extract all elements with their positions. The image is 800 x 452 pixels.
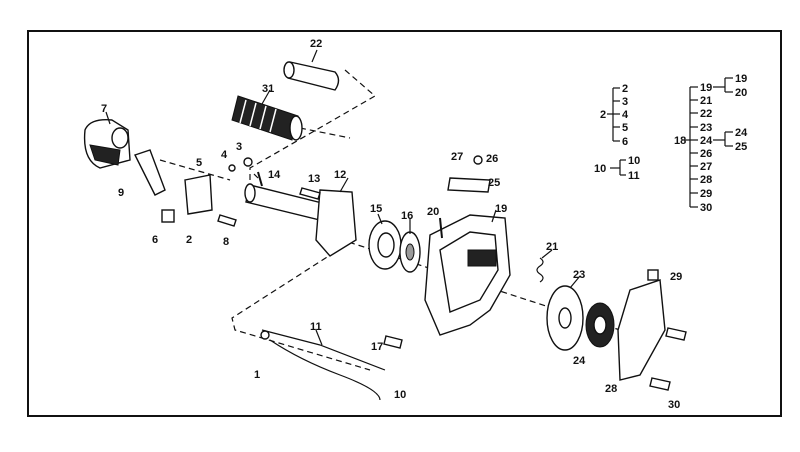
disc-part-16 [399,231,421,273]
legend-2-item: 4 [622,109,629,121]
callout-30: 30 [668,399,680,411]
screw-part-8 [217,214,237,227]
callout-13: 13 [308,173,320,185]
callout-22: 22 [310,38,322,50]
pulley-part-15 [368,220,402,270]
callout-24: 24 [573,355,586,367]
callout-27: 27 [451,151,463,163]
legend-2-item: 5 [622,122,628,134]
diagram-frame [27,30,782,417]
callout-labels: 22 31 7 3 4 5 9 14 13 12 27 26 25 20 19 … [101,38,682,411]
legend-2-item: 3 [622,96,628,108]
spring-part-21 [536,257,544,283]
legend-18-sub19-item: 20 [735,87,747,99]
callout-16: 16 [401,210,413,222]
bracket-part-5 [184,174,213,215]
legend-18-sub19-item: 19 [735,73,747,85]
callout-2: 2 [186,234,192,246]
legend-18-item: 28 [700,174,712,186]
legend-2-item: 6 [622,136,628,148]
legend-18-item: 22 [700,108,712,120]
callout-15: 15 [370,203,382,215]
legend-18-sub24-item: 24 [735,127,748,139]
grip-part-22 [283,61,340,91]
callout-14: 14 [268,169,281,181]
callout-6: 6 [152,234,158,246]
callout-21: 21 [546,241,558,253]
legend-18-item: 27 [700,161,712,173]
callout-17: 17 [371,341,383,353]
washer-part-4 [228,164,236,172]
callout-3: 3 [236,141,242,153]
callout-25: 25 [488,177,500,189]
legend-18-item: 29 [700,188,712,200]
legend-10-item: 11 [628,170,640,182]
lever-part-9 [134,149,166,196]
callout-9: 9 [118,187,124,199]
callout-31: 31 [262,83,274,95]
callout-5: 5 [196,157,202,169]
screw-part-3 [243,157,253,167]
callout-11: 11 [310,321,322,333]
legend-2-root: 2 [600,109,606,121]
pin-part-20 [439,217,443,239]
callout-26: 26 [486,153,498,165]
callout-23: 23 [573,269,585,281]
legend-18-sub24-item: 25 [735,141,747,153]
pin-part-14 [257,171,263,187]
legend-group-18: 18 19 21 22 23 24 26 27 28 29 30 19 20 2… [674,73,748,214]
nut-part-29 [647,269,659,281]
leader-lines [105,49,581,346]
callout-4: 4 [221,149,228,161]
callout-29: 29 [670,271,682,283]
legend-group-10: 10 10 11 [594,155,640,182]
casing-part-19 [424,214,511,336]
legend-10-root: 10 [594,163,606,175]
screw-part-30 [649,377,671,391]
spout-parts-25-27 [447,155,491,193]
legend-group-2: 2 2 3 4 5 6 [600,83,629,148]
legend-18-item: 26 [700,148,712,160]
legend-18-item: 19 [700,82,712,94]
legend-18-item: 24 [700,135,713,147]
legend-10-item: 10 [628,155,640,167]
legend-2-item: 2 [622,83,628,95]
screw-part-13 [299,187,321,200]
clip-part-6 [161,209,175,223]
screw-part-30b [665,327,687,341]
callout-1: 1 [254,369,260,381]
legend-18-item: 30 [700,202,712,214]
callout-7: 7 [101,103,107,115]
cable-parts-1-10-11 [260,329,386,401]
housing-part-7 [83,119,131,169]
bracket-part-12 [315,189,357,257]
legend-18-item: 21 [700,95,712,107]
callout-19: 19 [495,203,507,215]
callout-28: 28 [605,383,617,395]
legend-18-item: 23 [700,122,712,134]
callout-10: 10 [394,389,406,401]
cover-part-28 [617,279,666,381]
cap-part-24 [585,302,615,348]
grip-part-31 [231,95,303,141]
callout-8: 8 [223,236,229,248]
reel-part-23 [546,285,584,351]
callout-20: 20 [427,206,439,218]
legend-18-root: 18 [674,135,686,147]
screw-part-17 [383,335,403,349]
callout-12: 12 [334,169,346,181]
